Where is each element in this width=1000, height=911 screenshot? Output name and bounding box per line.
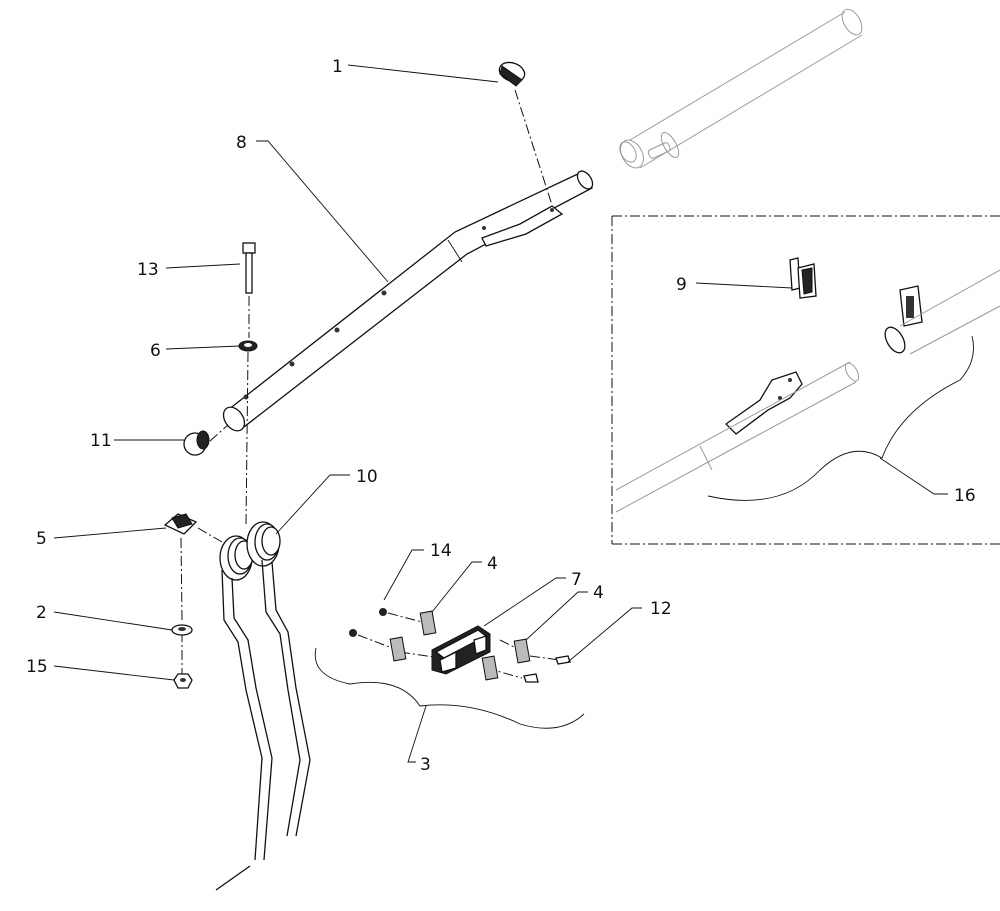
callout-12: 12 xyxy=(650,599,672,619)
clamp-5 xyxy=(163,513,223,674)
lynch-pin xyxy=(498,61,553,206)
callout-10: 10 xyxy=(356,467,378,487)
callout-4-left: 4 xyxy=(487,554,498,574)
callout-7: 7 xyxy=(571,570,582,590)
end-cap-11 xyxy=(183,430,210,456)
callout-16: 16 xyxy=(954,486,976,506)
tine-holder-assembly xyxy=(314,608,585,729)
callout-4-right: 4 xyxy=(593,583,604,603)
callout-8: 8 xyxy=(236,133,247,153)
main-tube xyxy=(222,170,594,432)
callout-13: 13 xyxy=(137,260,159,280)
detail-box xyxy=(611,215,1000,545)
callout-15: 15 xyxy=(26,657,48,677)
callout-5: 5 xyxy=(36,529,47,549)
washer-2 xyxy=(171,624,193,636)
callout-6: 6 xyxy=(150,341,161,361)
callout-1: 1 xyxy=(332,57,343,77)
callout-2: 2 xyxy=(36,603,47,623)
bolt-13 xyxy=(242,242,256,294)
callout-11: 11 xyxy=(90,431,112,451)
callout-labels: 1 2 3 4 4 5 6 7 8 9 10 11 12 13 14 15 16 xyxy=(26,57,976,775)
washer-6 xyxy=(238,340,258,352)
callout-14: 14 xyxy=(430,541,452,561)
ghost-tube xyxy=(619,8,863,169)
callout-3: 3 xyxy=(420,755,431,775)
leader-lines xyxy=(53,64,948,763)
spring-tine-10 xyxy=(215,521,311,891)
callout-9: 9 xyxy=(676,275,687,295)
nut-15 xyxy=(173,673,193,689)
